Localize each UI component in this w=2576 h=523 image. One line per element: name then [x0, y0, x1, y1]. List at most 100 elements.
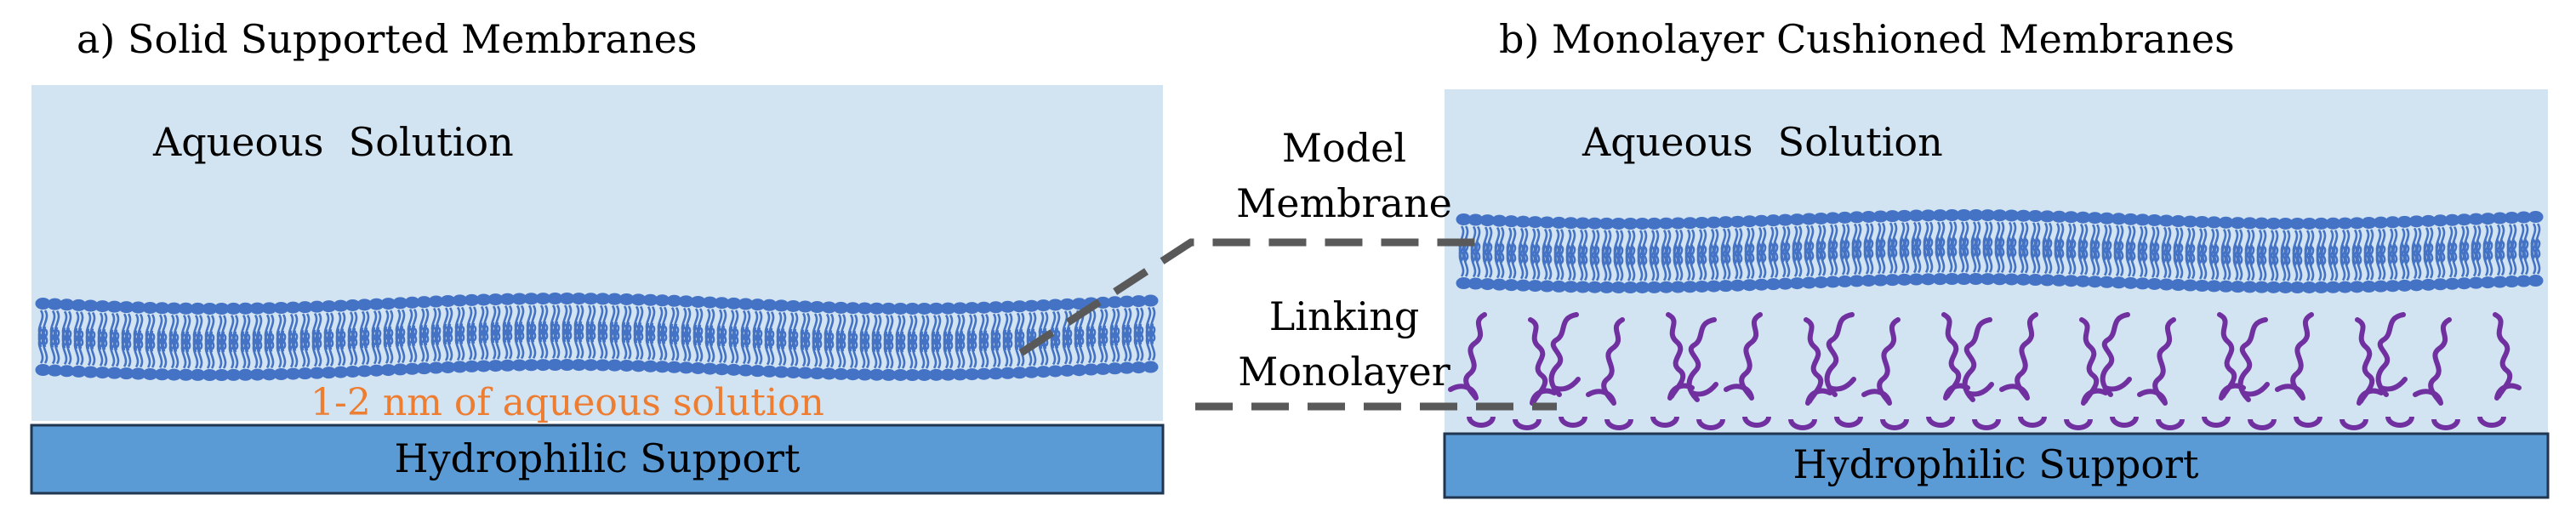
linker-anchor — [1926, 416, 1955, 428]
lipid-head-top — [333, 299, 349, 312]
lipid-head-top — [142, 301, 158, 314]
lipid-head-top — [928, 302, 944, 315]
panel-b-solution-label: Aqueous Solution — [1582, 119, 1943, 165]
linker-anchor — [2431, 418, 2460, 430]
lipid-head-bottom — [249, 368, 265, 381]
lipid-head-bottom — [1035, 366, 1051, 378]
lipid-head-top — [1634, 217, 1650, 230]
lipid-head-top — [2111, 213, 2127, 225]
panel-a-solution-label: Aqueous Solution — [152, 119, 514, 165]
lipid-head-bottom — [678, 361, 694, 374]
lipid-head-bottom — [1515, 279, 1531, 292]
lipid-head-bottom — [2373, 280, 2389, 293]
lipid-head-top — [1491, 214, 1507, 227]
lipid-head-bottom — [1718, 280, 1734, 293]
lipid-head-top — [487, 293, 504, 306]
linker-anchor — [1880, 418, 1909, 430]
lipid-head-top — [1932, 209, 1948, 222]
lipid-head-top — [1872, 210, 1889, 223]
lipid-head-bottom — [869, 368, 885, 381]
lipid-head-bottom — [1047, 365, 1063, 378]
lipid-head-top — [2051, 210, 2067, 223]
lipid-head-top — [1047, 298, 1063, 311]
lipid-head-bottom — [321, 367, 337, 379]
linker-anchor — [1972, 418, 2001, 430]
lipid-head-top — [1023, 299, 1040, 312]
lipid-head-top — [738, 298, 754, 310]
lipid-head-top — [2361, 217, 2377, 230]
lipid-head-top — [1789, 213, 1805, 226]
lipid-head-top — [2230, 217, 2246, 230]
lipid-head-top — [2420, 214, 2436, 227]
lipid-head-top — [1563, 217, 1579, 230]
lipid-head-bottom — [2444, 277, 2460, 290]
lipid-head-top — [1908, 209, 1924, 222]
lipid-head-top — [2528, 211, 2544, 224]
lipid-head-bottom — [1119, 361, 1135, 374]
lipid-head-bottom — [2396, 279, 2413, 292]
lipid-head-bottom — [178, 368, 194, 381]
lipid-head-bottom — [118, 367, 134, 380]
lipid-head-bottom — [773, 366, 789, 378]
callouts: Model Membrane Linking Monolayer — [1018, 125, 1557, 411]
lipid-head-bottom — [2361, 281, 2377, 293]
lipid-head-bottom — [83, 366, 99, 378]
lipid-head-bottom — [2337, 281, 2353, 293]
linker-molecule — [2493, 312, 2522, 401]
lipid-head-top — [2158, 214, 2174, 227]
lipid-head-bottom — [214, 368, 230, 381]
lipid-head-top — [1071, 298, 1087, 310]
lipid-head-bottom — [666, 361, 682, 373]
lipid-head-bottom — [499, 359, 516, 372]
lipid-head-top — [1143, 294, 1159, 307]
lipid-head-bottom — [1023, 366, 1040, 378]
lipid-head-bottom — [785, 366, 801, 378]
panel-b-title: b) Monolayer Cushioned Membranes — [1499, 16, 2235, 62]
lipid-head-bottom — [2468, 276, 2484, 289]
lipid-head-top — [809, 301, 825, 314]
lipid-head-bottom — [202, 368, 218, 381]
lipid-head-bottom — [2039, 274, 2055, 287]
lipid-head-bottom — [559, 359, 575, 372]
lipid-head-bottom — [1670, 281, 1686, 293]
lipid-head-bottom — [2051, 274, 2067, 287]
lipid-head-bottom — [511, 359, 527, 372]
lipid-head-bottom — [547, 359, 563, 372]
lipid-head-top — [821, 301, 837, 314]
lipid-head-top — [2385, 216, 2401, 229]
lipid-head-bottom — [964, 368, 980, 381]
lipid-head-bottom — [2349, 281, 2365, 293]
lipid-head-bottom — [2420, 278, 2436, 291]
lipid-head-bottom — [2516, 275, 2532, 287]
lipid-head-bottom — [1944, 273, 1960, 286]
lipid-head-bottom — [523, 359, 539, 372]
lipid-head-bottom — [1646, 281, 1662, 293]
lipid-head-top — [225, 302, 242, 315]
linker-anchor — [1742, 416, 1771, 428]
lipid-head-bottom — [857, 368, 873, 381]
model-membrane-label-line2: Membrane — [1236, 180, 1452, 226]
linker-anchor — [2156, 418, 2185, 430]
lipid-head-bottom — [892, 368, 909, 381]
panel-b-hydrophilic-support — [1443, 432, 2550, 499]
lipid-head-top — [2444, 213, 2460, 226]
lipid-head-bottom — [1143, 361, 1159, 373]
lipid-head-bottom — [1551, 280, 1567, 293]
lipid-head-top — [678, 295, 694, 308]
lipid-head-bottom — [2218, 280, 2234, 293]
lipid-head-bottom — [1000, 367, 1016, 379]
lipid-head-bottom — [1012, 367, 1028, 379]
lipid-head-bottom — [1503, 279, 1519, 292]
lipid-head-bottom — [1634, 281, 1650, 293]
lipid-head-bottom — [1837, 275, 1853, 287]
lipid-head-bottom — [416, 362, 432, 375]
lipid-head-bottom — [1539, 280, 1555, 293]
lipid-head-top — [464, 293, 480, 306]
lipid-head-top — [1801, 213, 1817, 225]
lipid-head-bottom — [2504, 276, 2520, 288]
lipid-head-bottom — [2325, 281, 2341, 293]
linker-anchor — [1559, 416, 1587, 428]
lipid-head-top — [2373, 216, 2389, 229]
lipid-head-bottom — [1908, 273, 1924, 286]
lipid-head-bottom — [2123, 276, 2139, 289]
